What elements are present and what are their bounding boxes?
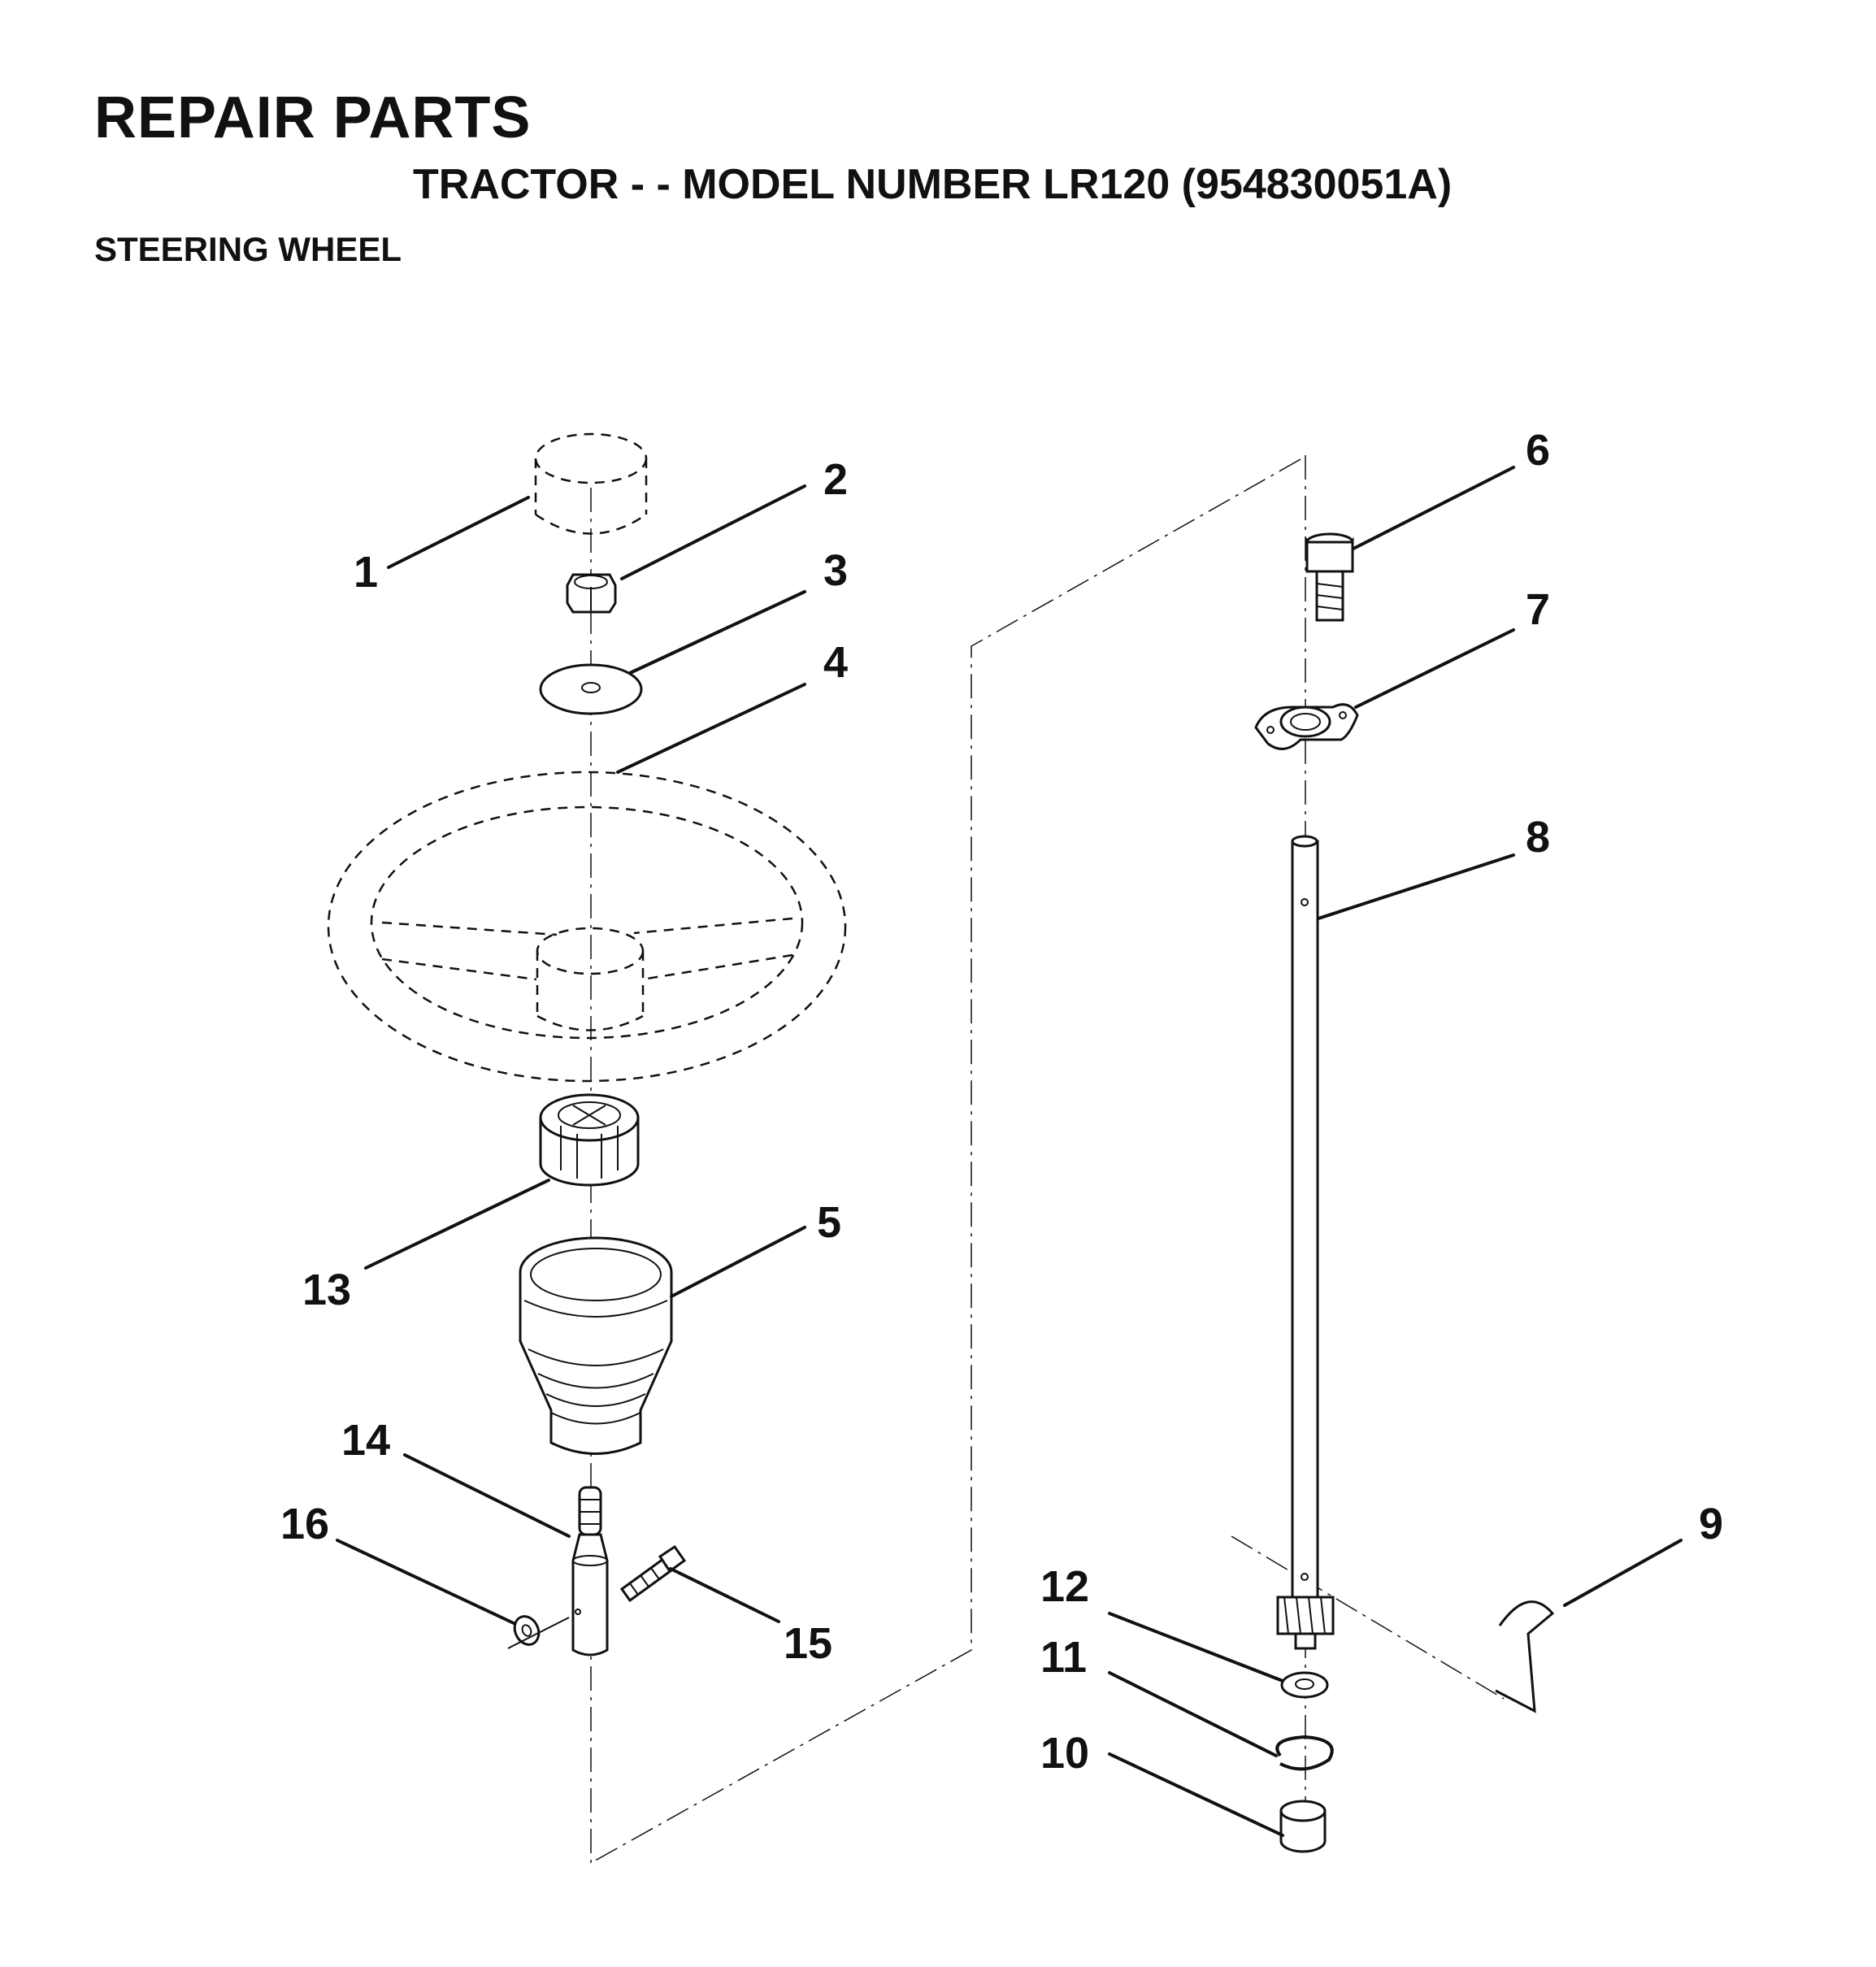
part-steering-shaft — [1276, 835, 1335, 1650]
callout-12: 12 — [1040, 1562, 1089, 1611]
part-hex-bolt — [1305, 532, 1354, 622]
callout-10: 10 — [1040, 1729, 1089, 1778]
callout-13: 13 — [302, 1266, 351, 1314]
callout-5: 5 — [817, 1198, 841, 1247]
part-column-cover — [519, 1236, 673, 1455]
callout-7: 7 — [1526, 585, 1550, 634]
leader-lines — [336, 466, 1683, 1837]
model-subtitle: TRACTOR - - MODEL NUMBER LR120 (95483005… — [413, 161, 1453, 208]
part-washer — [539, 663, 643, 715]
part-splined-adapter — [539, 1093, 640, 1187]
part-retaining-ring — [1275, 1735, 1334, 1771]
part-cap — [534, 432, 648, 535]
part-shaft-extension — [571, 1486, 609, 1657]
callout-16: 16 — [280, 1500, 329, 1548]
part-flange-bearing — [1254, 703, 1359, 750]
part-bushing — [1279, 1800, 1327, 1853]
callout-11: 11 — [1040, 1633, 1087, 1682]
callout-6: 6 — [1526, 426, 1550, 475]
part-nut — [566, 573, 617, 614]
callout-2: 2 — [823, 455, 848, 504]
callout-15: 15 — [784, 1619, 832, 1668]
callout-4: 4 — [823, 638, 848, 687]
callout-3: 3 — [823, 546, 848, 595]
part-locknut — [507, 1615, 570, 1649]
callout-9: 9 — [1699, 1500, 1723, 1548]
part-steering-wheel — [327, 771, 847, 1083]
part-bolt-small — [619, 1544, 687, 1603]
page-title: REPAIR PARTS — [94, 85, 532, 150]
section-title: STEERING WHEEL — [94, 230, 402, 268]
part-hairpin-clip — [1495, 1600, 1555, 1713]
callout-1: 1 — [354, 548, 378, 597]
callout-numbers: 1 2 3 4 5 6 7 8 9 10 11 12 13 14 15 16 — [280, 426, 1723, 1778]
callout-8: 8 — [1526, 813, 1550, 862]
callout-14: 14 — [341, 1416, 390, 1465]
part-shaft-washer — [1280, 1671, 1329, 1699]
